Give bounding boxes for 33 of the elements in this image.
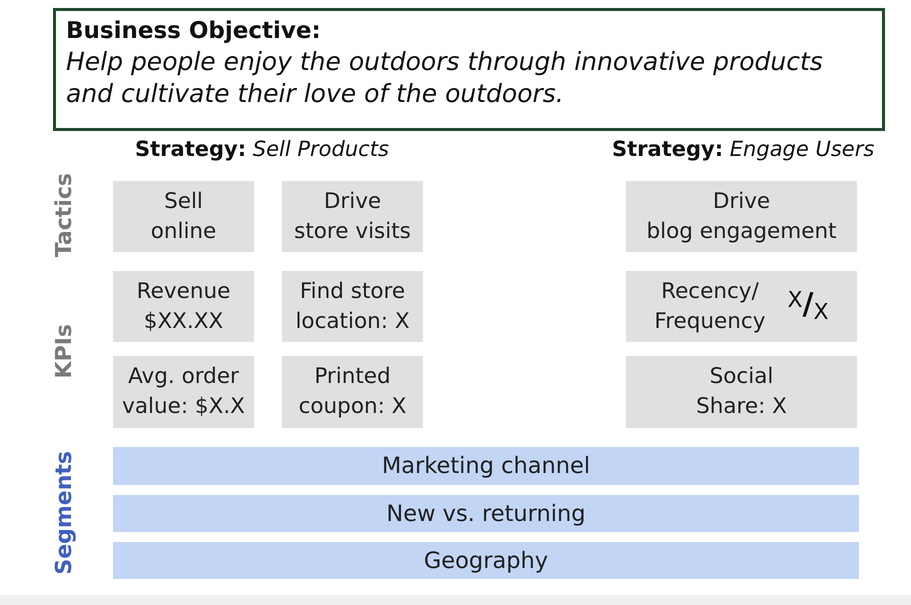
segment-text: New vs. returning — [386, 500, 586, 526]
kpi-box — [282, 271, 423, 342]
kpi-box — [626, 356, 857, 428]
tactic-box — [626, 181, 857, 252]
segment-text: Geography — [424, 548, 548, 574]
kpi-box — [113, 271, 254, 342]
tactic-box — [113, 181, 254, 252]
tactic-text: Drive blog engagement — [646, 188, 837, 246]
kpi-box — [282, 356, 423, 428]
tactic-text: Sell online — [150, 188, 216, 246]
row-label: Segments — [53, 451, 77, 575]
strategy-heading: Strategy: Engage Users — [612, 137, 874, 161]
kpi-text: Printed coupon: X — [298, 363, 406, 421]
kpi-text: Recency/ Frequency — [654, 278, 766, 336]
kpi-text: Social Share: X — [696, 363, 787, 421]
kpi-box — [626, 271, 857, 342]
kpi-box — [113, 356, 254, 428]
segment-bar — [113, 495, 859, 532]
tactic-text: Drive store visits — [294, 188, 411, 246]
objective-text: Help people enjoy the outdoors through innovative products and cultivate their love of the outdoors. — [66, 46, 823, 110]
ratio-text: $^{X}$/$_{X}$ — [787, 286, 829, 326]
kpi-text: Avg. order value: $X.X — [122, 363, 245, 421]
objective-box — [53, 8, 885, 131]
kpi-text: Revenue $XX.XX — [136, 278, 230, 336]
objective-heading: Business Objective: — [66, 17, 321, 46]
segment-text: Marketing channel — [382, 453, 590, 479]
tactic-box — [282, 181, 423, 252]
row-label: KPIs — [53, 324, 77, 378]
kpi-text: Find store location: X — [295, 278, 410, 336]
segment-bar — [113, 447, 859, 485]
segment-bar — [113, 542, 859, 579]
row-label: Tactics — [53, 173, 77, 258]
strategy-heading: Strategy: Sell Products — [135, 137, 389, 161]
